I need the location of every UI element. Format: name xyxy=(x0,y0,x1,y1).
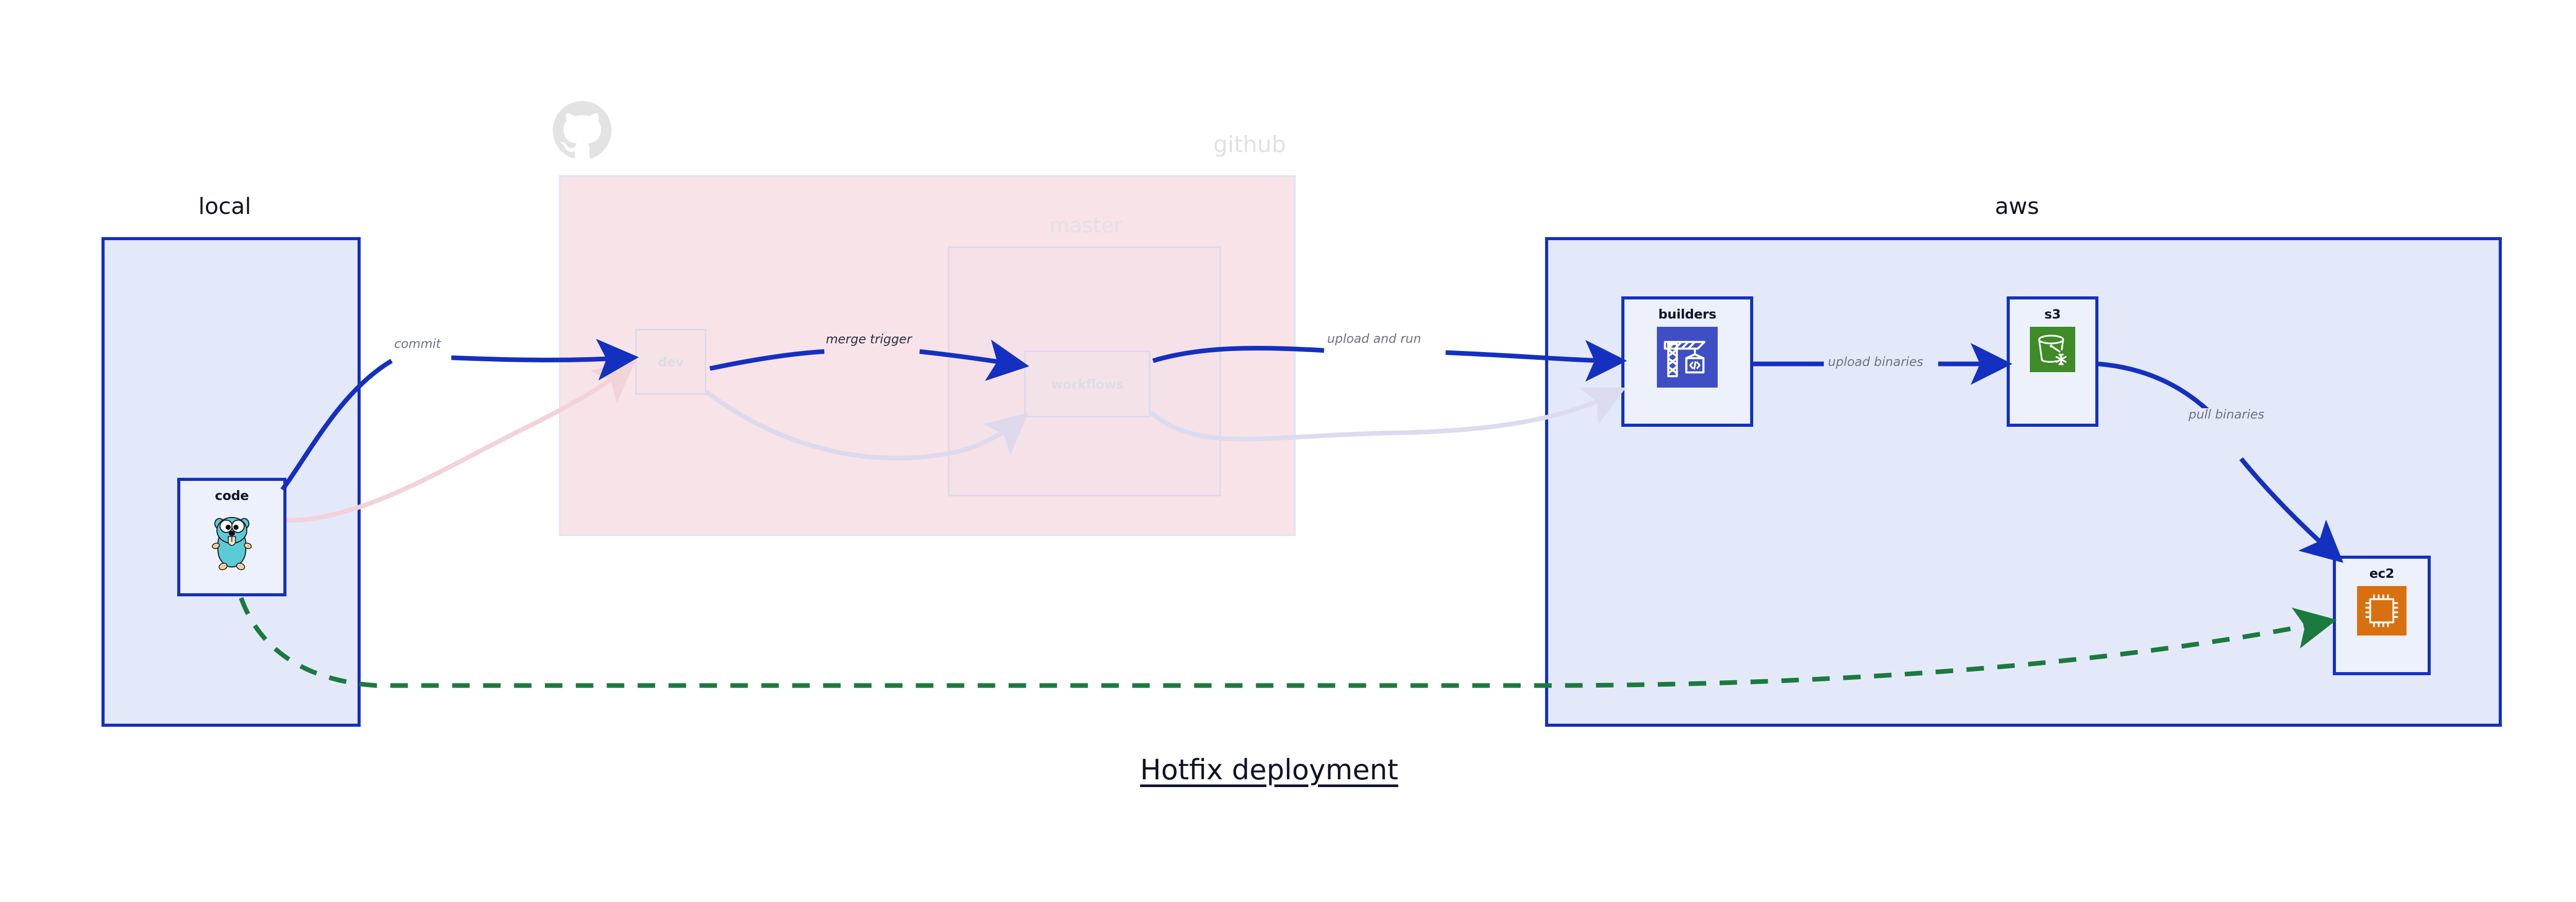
edge-pull-binaries-tail xyxy=(2239,457,2344,563)
edge-hotfix-direct xyxy=(239,597,2337,688)
edge-merge-trigger-head xyxy=(709,349,825,371)
go-gopher-icon xyxy=(204,508,260,575)
node-code[interactable]: code xyxy=(177,478,286,596)
node-dev[interactable]: dev xyxy=(635,329,706,395)
node-workflows-label: workflows xyxy=(1050,376,1124,392)
edge-label-upload-and-run: upload and run xyxy=(1326,332,1423,345)
group-label-github: github xyxy=(1213,131,1286,158)
node-ec2-label: ec2 xyxy=(2369,566,2395,581)
edge-label-merge-trigger: merge trigger xyxy=(824,333,913,345)
node-builders-label: builders xyxy=(1658,307,1717,322)
aws-builder-crane-icon xyxy=(1657,327,1718,390)
edge-upload-and-run-tail xyxy=(1445,340,1627,382)
aws-ec2-chip-icon xyxy=(2357,586,2406,638)
edge-merge-trigger-tail xyxy=(919,339,1029,381)
node-s3-label: s3 xyxy=(2044,307,2061,322)
edge-commit xyxy=(280,359,393,491)
edge-commit-tail xyxy=(451,339,639,381)
edge-pull-binaries-head xyxy=(2098,361,2217,420)
edge-ghost-dev-workflows xyxy=(705,390,1028,461)
aws-s3-bucket-icon xyxy=(2030,327,2075,374)
edge-ghost-workflows-builders xyxy=(1149,387,1626,442)
node-workflows[interactable]: workflows xyxy=(1024,350,1150,417)
edge-label-commit: commit xyxy=(393,338,443,350)
node-ec2[interactable]: ec2 xyxy=(2333,556,2431,675)
edge-label-upload-binaries: upload binaries xyxy=(1826,356,1925,368)
diagram-title: Hotfix deployment xyxy=(1140,754,1398,786)
node-dev-label: dev xyxy=(657,354,684,370)
edge-ghost-code-dev xyxy=(286,360,636,523)
group-label-aws: aws xyxy=(1995,193,2039,220)
node-code-label: code xyxy=(215,488,249,503)
edge-upload-and-run-head xyxy=(1152,345,1325,363)
node-s3[interactable]: s3 xyxy=(2007,296,2098,427)
group-label-master: master xyxy=(1049,214,1123,238)
github-octocat-logo xyxy=(553,101,612,160)
edge-label-pull-binaries: pull binaries xyxy=(2187,408,2266,421)
group-label-local: local xyxy=(198,193,251,220)
